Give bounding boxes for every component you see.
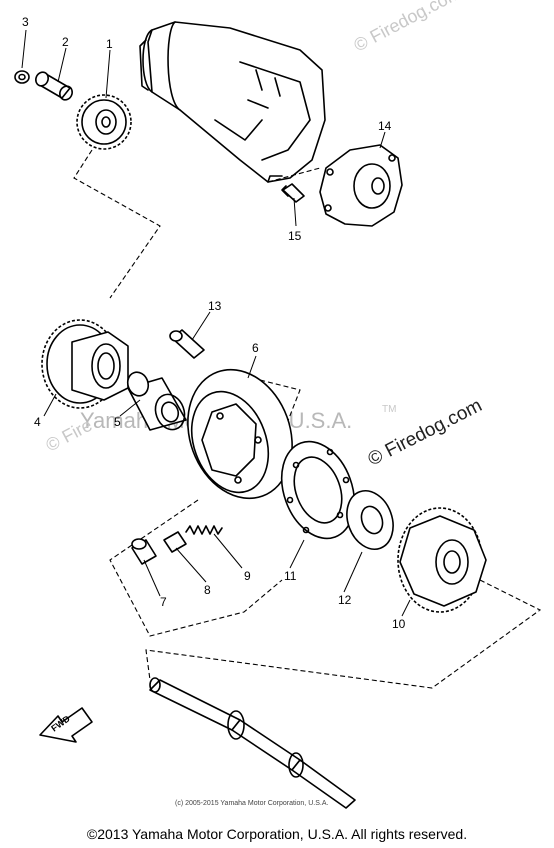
assembly-line-shaft bbox=[145, 579, 542, 689]
part-6-starter-clutch bbox=[187, 368, 293, 500]
part-7-roller bbox=[131, 538, 157, 565]
small-copyright: (c) 2005-2015 Yamaha Motor Corporation, … bbox=[175, 800, 328, 807]
callout-14: 14 bbox=[378, 119, 392, 133]
part-15-screw bbox=[281, 183, 305, 203]
watermark-left: © Fire bbox=[42, 415, 95, 456]
shaft bbox=[149, 677, 356, 809]
callout-11: 11 bbox=[284, 569, 297, 583]
part-4-large-gear bbox=[41, 319, 129, 409]
part-5-sleeve bbox=[126, 371, 187, 431]
part-8-plunger bbox=[163, 531, 187, 553]
part-3-nut bbox=[14, 70, 30, 84]
part-2-bushing bbox=[35, 71, 73, 101]
callout-9: 9 bbox=[244, 569, 251, 583]
part-14-end-cover bbox=[319, 144, 403, 227]
callout-3: 3 bbox=[22, 15, 29, 29]
part-9-spring bbox=[185, 525, 223, 535]
callout-8: 8 bbox=[204, 583, 211, 597]
callout-4: 4 bbox=[34, 415, 41, 429]
callout-5: 5 bbox=[114, 415, 121, 429]
assembly-line-1 bbox=[73, 149, 161, 299]
fwd-arrow: FWD bbox=[39, 707, 93, 743]
callout-1: 1 bbox=[106, 37, 113, 51]
footer-copyright: ©2013 Yamaha Motor Corporation, U.S.A. A… bbox=[86, 826, 468, 842]
part-1-idler-gear bbox=[76, 94, 132, 150]
part-10-gear bbox=[397, 507, 487, 613]
assembly-line-6 bbox=[205, 373, 301, 437]
part-13-bolt bbox=[169, 329, 205, 359]
callout-12: 12 bbox=[338, 593, 352, 607]
callout-13: 13 bbox=[208, 299, 222, 313]
callout-15: 15 bbox=[288, 229, 302, 243]
watermark-tm: TM bbox=[382, 404, 396, 415]
callout-2: 2 bbox=[62, 35, 69, 49]
starter-motor bbox=[139, 21, 326, 183]
callout-7: 7 bbox=[160, 595, 167, 609]
assembly-line-14 bbox=[267, 167, 321, 183]
part-11-plate bbox=[280, 440, 356, 540]
leader-lines bbox=[21, 29, 411, 617]
callout-10: 10 bbox=[392, 617, 406, 631]
callout-6: 6 bbox=[252, 341, 259, 355]
watermark-top-right: © Firedog.com bbox=[350, 0, 464, 56]
part-12-washer bbox=[346, 490, 394, 550]
assembly-line-clutch-frame bbox=[109, 499, 283, 637]
